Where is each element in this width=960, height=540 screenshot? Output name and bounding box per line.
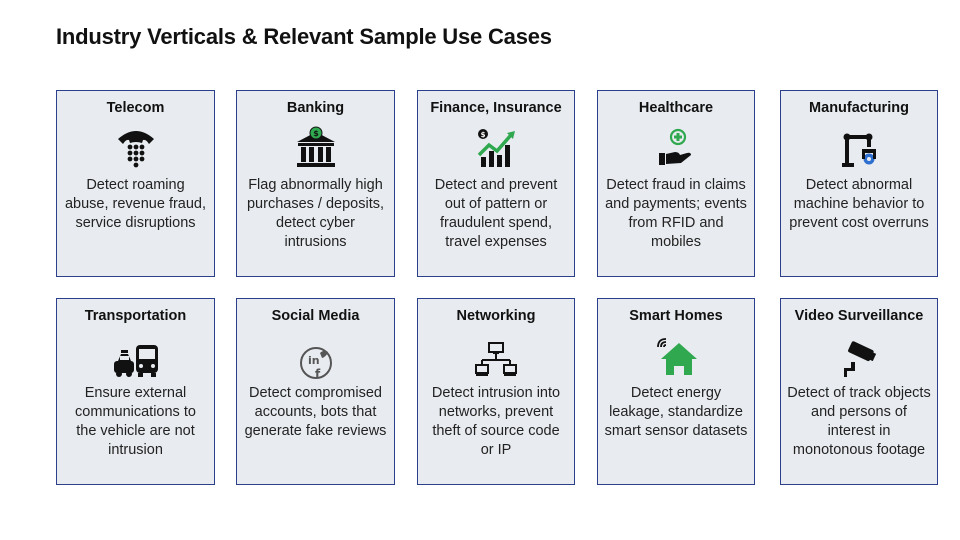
card-heading: Finance, Insurance [430,100,562,116]
card-description: Ensure external communications to the ve… [75,385,196,458]
card-transportation: Transportation Ensure external communica… [56,298,215,485]
card-description: Flag abnormally high purchases / deposit… [246,177,385,250]
card-networking: Networking Detect intrusion into network… [417,298,575,485]
card-description: Detect fraud in claims and payments; eve… [605,177,747,250]
page-title: Industry Verticals & Relevant Sample Use… [56,24,552,49]
bank-icon: $ [293,125,339,171]
card-telecom: Telecom Detect roaming abuse, revenue fr… [56,90,215,277]
card-description: Detect energy leakage, standardize smart… [604,385,748,439]
robotic-arm-icon [836,125,882,171]
card-banking: Banking $ Flag abnormally high purchases… [236,90,395,277]
telephone-keypad-icon [113,125,159,171]
card-description: Detect compromised accounts, bots that g… [244,385,387,439]
card-smart-homes: Smart Homes Detect energy leakage, stand… [597,298,755,485]
card-heading: Healthcare [638,100,714,116]
growth-chart-icon: $ [473,125,519,171]
card-video-surveillance: Video Surveillance Detect of track objec… [780,298,938,485]
hand-medical-cross-icon [653,125,699,171]
card-heading: Telecom [106,100,165,116]
card-heading: Smart Homes [629,308,723,324]
card-description: Detect intrusion into networks, prevent … [431,385,561,458]
network-topology-icon [473,333,519,379]
card-description: Detect abnormal machine behavior to prev… [789,177,929,231]
social-media-icon: in f [293,333,339,379]
card-heading: Social Media [271,308,360,324]
card-heading: Networking [456,308,536,324]
svg-text:$: $ [313,129,319,138]
card-manufacturing: Manufacturing Detect abnormal machine be… [780,90,938,277]
card-description: Detect of track objects and persons of i… [787,385,931,458]
card-healthcare: Healthcare Detect fraud in claims and pa… [597,90,755,277]
card-description: Detect and prevent out of pattern or fra… [434,177,558,250]
svg-text:$: $ [481,131,486,139]
card-description: Detect roaming abuse, revenue fraud, ser… [64,177,207,231]
smart-home-icon [653,333,699,379]
card-finance-insurance: Finance, Insurance $ Detect and prevent … [417,90,575,277]
card-heading: Banking [286,100,345,116]
card-social-media: Social Media in f Detect compromised acc… [236,298,395,485]
security-camera-icon [836,333,882,379]
card-heading: Manufacturing [809,100,909,116]
card-heading: Video Surveillance [794,308,924,324]
svg-text:f: f [315,367,321,379]
svg-text:in: in [308,354,320,367]
taxi-bus-icon [113,333,159,379]
card-heading: Transportation [84,308,187,324]
